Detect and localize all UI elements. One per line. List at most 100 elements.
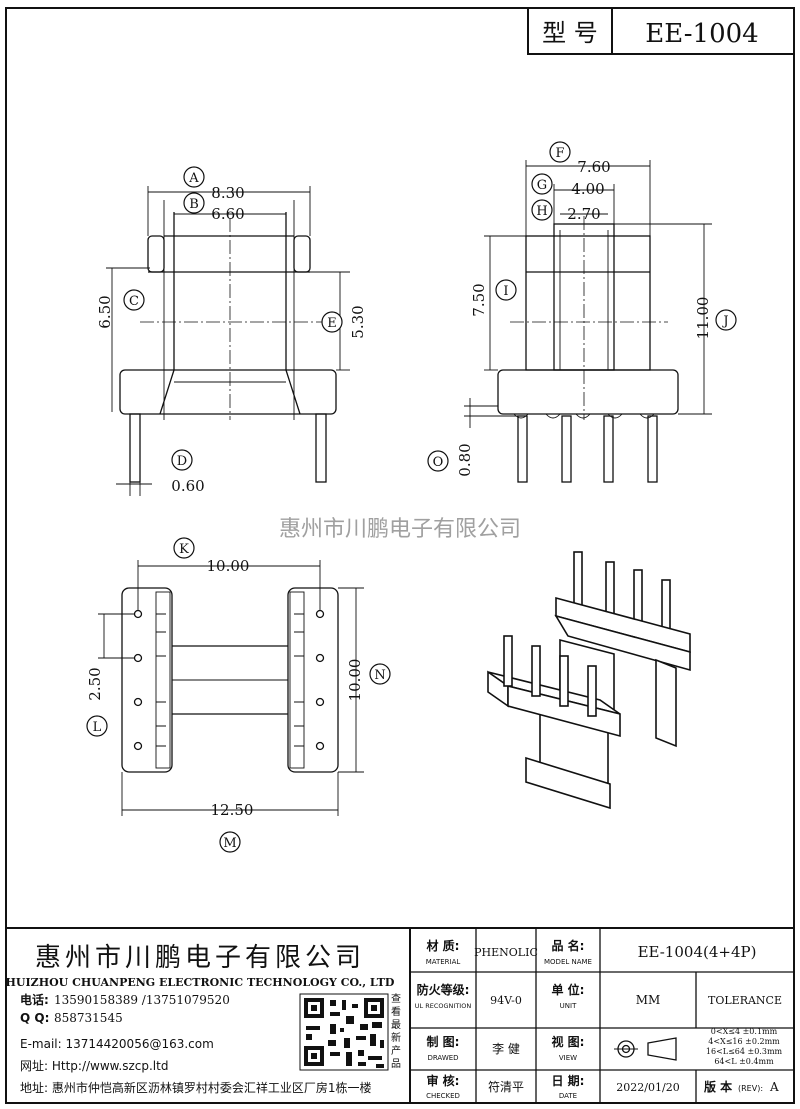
qr-caption-2: 看 [391,1005,401,1018]
phone-value: 13590158389 /13751079520 [54,993,230,1007]
dim-n-value: 10.00 [346,659,364,702]
label-m: M [223,836,236,851]
qq-label: Q Q: [20,1011,49,1025]
label-c: C [129,294,139,309]
label-b: B [189,197,199,212]
ul-label-en: UL RECOGNITION [415,1002,472,1010]
checked-label: 审 核: [427,1073,460,1088]
label-l: L [93,720,102,735]
dim-f-value: 7.60 [577,158,610,176]
partname-label-en: MODEL NAME [544,958,592,966]
bubble-l [86,715,108,737]
unit-value: MM [636,993,661,1007]
unit-label: 单 位: [552,982,585,997]
label-h: H [536,204,547,219]
dim-l-value: 2.50 [86,667,104,700]
checked-value: 符清平 [488,1079,524,1094]
bubble-a [183,166,205,188]
bubble-k [173,537,195,559]
rev-label: 版 本 [704,1079,732,1094]
bubble-i [495,279,517,301]
tolerance-row-4: 64<L ±0.4mm [714,1057,774,1066]
label-n: N [374,668,385,683]
qr-caption-4: 新 [391,1031,401,1044]
drawn-value: 李 健 [492,1041,520,1056]
front-view [106,186,350,496]
model-label: 型 号 [542,19,598,47]
partname-label: 品 名: [552,938,585,953]
checked-label-en: CHECKED [426,1092,460,1100]
material-label-en: MATERIAL [426,958,461,966]
bubble-e [321,311,343,333]
drawn-label: 制 图: [427,1034,460,1049]
qr-caption-1: 查 [391,992,401,1005]
dim-i-value: 7.50 [470,283,488,316]
qr-caption-3: 最 [391,1019,401,1031]
dim-c-value: 6.50 [96,295,114,328]
dim-a-value: 8.30 [211,184,244,202]
partname-value: EE-1004(4+4P) [638,943,757,961]
qr-code [299,993,389,1071]
bubble-h [531,199,553,221]
unit-label-en: UNIT [560,1002,577,1010]
label-j: J [721,314,728,329]
model-value: EE-1004 [645,19,758,49]
tolerance-row-2: 4<X≤16 ±0.2mm [708,1037,780,1046]
date-value: 2022/01/20 [616,1081,679,1094]
label-k: K [179,542,189,557]
bubble-b [183,192,205,214]
dim-k-value: 10.00 [207,557,250,575]
bubble-d [171,449,193,471]
dim-m-value: 12.50 [211,801,254,819]
bubble-f [549,141,571,163]
dim-j-value: 11.00 [694,297,712,340]
website-text: 网址: Http://www.szcp.ltd [20,1059,168,1073]
address-text: 地址: 惠州市仲恺高新区沥林镇罗村村委会汇祥工业区厂房1栋一楼 [20,1080,372,1095]
ul-label: 防火等级: [417,982,470,997]
company-name-en: HUIZHOU CHUANPENG ELECTRONIC TECHNOLOGY … [6,976,395,989]
qr-caption-5: 产 [391,1044,401,1057]
dim-b-value: 6.60 [211,205,244,223]
phone-label: 电话: [20,992,49,1007]
view-label: 视 图: [552,1034,585,1049]
isometric-view [487,551,691,810]
date-label-en: DATE [559,1092,577,1100]
material-value: PHENOLIC [474,946,538,959]
label-a: A [188,171,199,186]
bubble-m [219,831,241,853]
side-view [464,160,712,483]
bubble-g [531,173,553,195]
title-block [6,927,794,1103]
projection-symbol-icon [614,1037,677,1061]
drawn-label-en: DRAWED [427,1054,458,1062]
sheet-border [5,7,795,1104]
dim-e-value: 5.30 [349,305,367,338]
label-e: E [327,316,337,331]
material-label: 材 质: [426,938,460,953]
label-o: O [433,455,444,470]
qr-caption-6: 品 [391,1058,401,1070]
tolerance-row-1: 0<X≤4 ±0.1mm [711,1027,778,1036]
dim-o-value: 0.80 [456,443,474,476]
label-g: G [537,178,547,193]
dim-h-value: 2.70 [567,205,600,223]
label-i: I [503,284,508,299]
date-label: 日 期: [552,1073,585,1088]
dim-d-value: 0.60 [171,477,204,495]
qq-value: 858731545 [54,1011,123,1025]
dim-g-value: 4.00 [571,180,604,198]
bubble-o [427,450,449,472]
view-label-en: VIEW [559,1054,577,1062]
label-d: D [177,454,187,469]
ul-value: 94V-0 [490,994,522,1007]
model-header: 型 号 EE-1004 [527,7,795,55]
tolerance-label: TOLERANCE [708,994,782,1007]
email-text: E-mail: 13714420056@163.com [20,1037,214,1051]
rev-value: A [769,1080,779,1094]
bubble-c [123,289,145,311]
bubble-n [369,663,391,685]
bottom-view [98,560,364,816]
label-f: F [555,146,564,161]
bubble-j [715,309,737,331]
